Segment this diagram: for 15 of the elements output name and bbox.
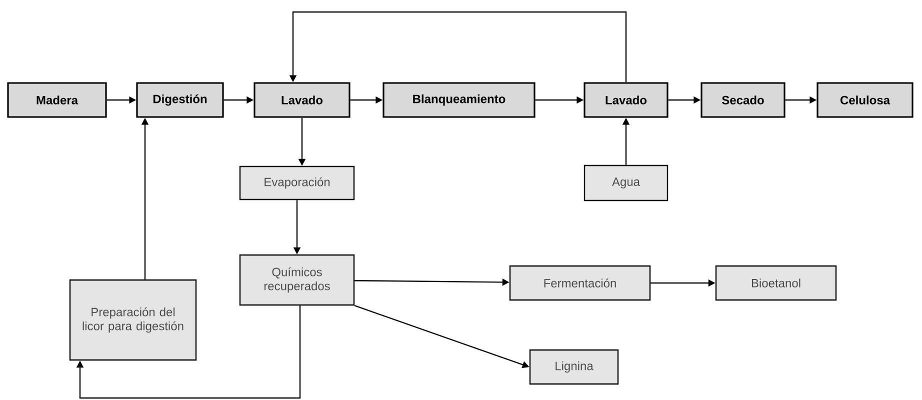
process-box: Fermentación xyxy=(509,265,651,301)
process-box: Lavado xyxy=(584,82,668,118)
process-box: Agua xyxy=(584,164,668,202)
process-box: Lignina xyxy=(529,349,619,385)
process-box: Madera xyxy=(7,82,107,118)
process-box: Evaporación xyxy=(239,166,355,200)
process-box: Lavado xyxy=(254,82,350,118)
process-box: Celulosa xyxy=(816,82,914,118)
process-box: Blanqueamiento xyxy=(382,82,536,118)
process-box: Preparación del licor para digestión xyxy=(69,279,197,361)
arrow xyxy=(76,306,301,399)
process-box: Químicos recuperados xyxy=(239,254,355,306)
process-box: Secado xyxy=(700,82,786,118)
process-box: Bioetanol xyxy=(715,265,837,301)
process-box: Digestión xyxy=(136,82,224,118)
